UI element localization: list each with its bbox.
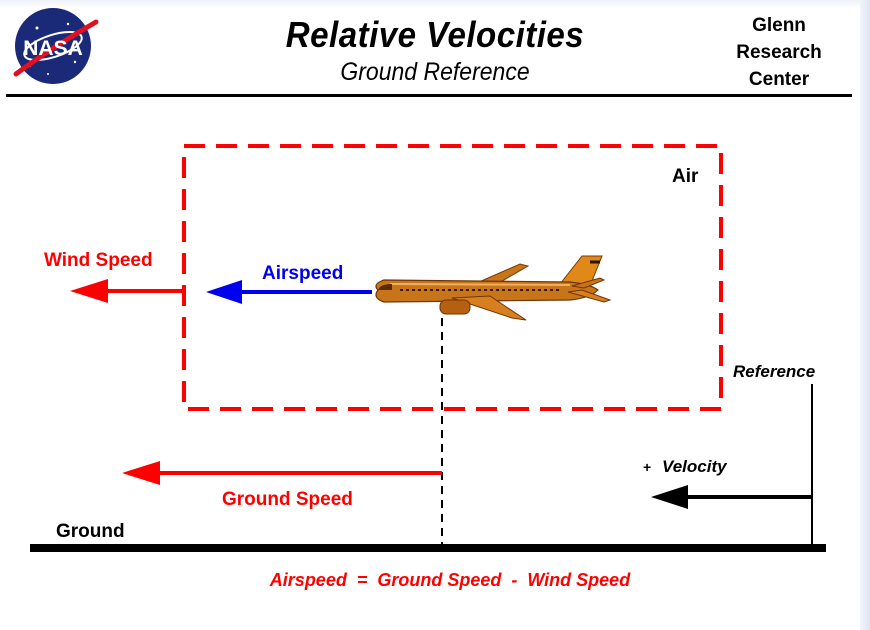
airspeed-label: Airspeed [262,263,343,284]
ground-line [30,544,826,552]
airspeed-equation: Airspeed = Ground Speed - Wind Speed [269,570,631,590]
right-edge [860,0,870,630]
wind-speed-arrow [70,279,184,303]
nasa-logo: NASA [13,8,99,84]
ground-speed-label: Ground Speed [222,489,353,510]
center-name: Glenn Research Center [714,12,844,93]
nasa-logo-text: NASA [23,37,83,60]
air-mass-box [182,144,723,411]
airspeed-arrow [206,280,372,304]
air-label: Air [672,166,699,187]
wind-speed-label: Wind Speed [44,250,153,271]
plus-sign: + [643,459,651,475]
header-rule [6,94,852,97]
center-name-line3: Center [748,69,810,90]
positive-velocity-arrow [651,485,812,509]
top-edge [0,0,870,8]
page-subtitle: Ground Reference [340,58,530,86]
reference-label: Reference [733,362,815,381]
velocity-label: Velocity [662,457,728,476]
center-name-line1: Glenn [752,15,806,36]
page-title: Relative Velocities [285,14,585,55]
ground-speed-arrow [122,461,442,485]
center-name-line2: Research [736,42,822,63]
aircraft-icon [375,255,612,321]
ground-label: Ground [56,521,125,542]
